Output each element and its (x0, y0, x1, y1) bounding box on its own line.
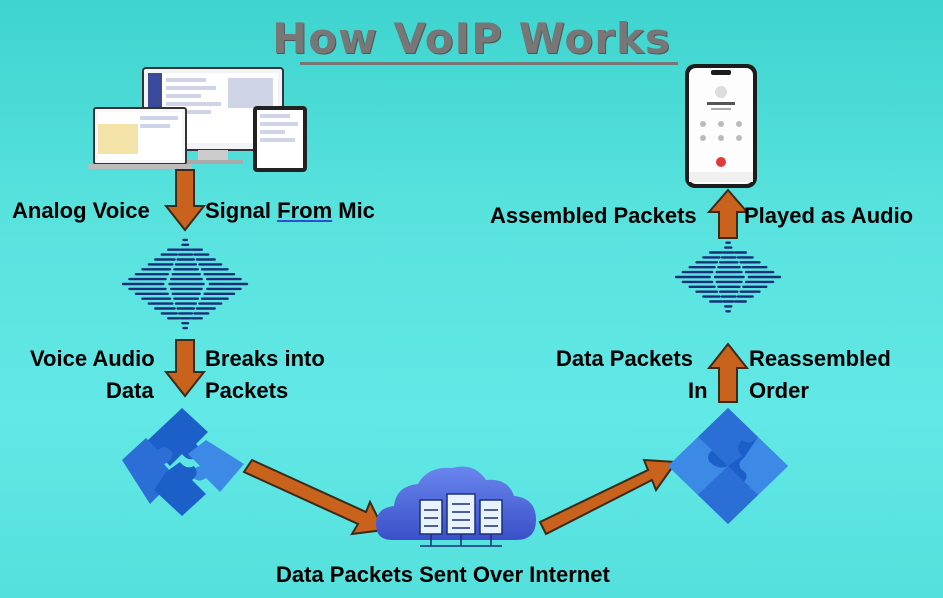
label-signal-from-mic: Signal From Mic (205, 198, 375, 224)
label-reassembled: Reassembled (749, 346, 891, 371)
up-arrow-1 (706, 342, 750, 403)
label-assembled-packets: Assembled Packets (490, 203, 697, 228)
diagonal-arrow-to-cloud (242, 458, 386, 536)
label-mic: Mic (332, 198, 375, 223)
label-data-left: Data (106, 378, 154, 403)
down-arrow-1 (163, 169, 207, 232)
label-in: In (688, 378, 708, 403)
title-underline (300, 62, 678, 65)
diagram-title: How VoIP Works (272, 14, 671, 63)
audio-wave-icon (674, 241, 782, 313)
label-played-as-audio: Played as Audio (744, 203, 914, 228)
cloud-server-icon (376, 466, 536, 547)
down-arrow-2 (163, 339, 207, 398)
diagonal-arrow-to-puzzle (538, 458, 678, 536)
label-signal: Signal (205, 198, 278, 223)
audio-wave-icon (121, 238, 249, 330)
label-voice-audio: Voice Audio (30, 346, 155, 371)
label-breaks-into: Breaks into (205, 346, 325, 371)
assembled-puzzle-icon (668, 408, 788, 524)
up-arrow-2 (706, 188, 750, 239)
label-sent-over-internet: Data Packets Sent Over Internet (276, 562, 610, 587)
label-order: Order (749, 378, 809, 403)
label-packets: Packets (205, 378, 289, 403)
label-analog-voice: Analog Voice (12, 198, 150, 223)
smartphone-icon (685, 64, 757, 188)
computer-devices-icon (88, 67, 307, 172)
puzzle-pieces-icon (122, 408, 244, 516)
label-data-packets: Data Packets (556, 346, 693, 371)
label-from: From (277, 198, 333, 223)
